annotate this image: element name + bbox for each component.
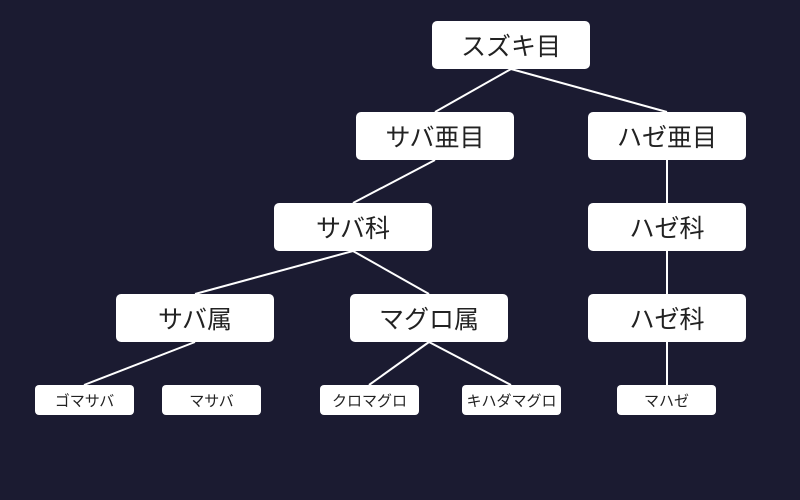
node-suborder-haze: ハゼ亜目 [588, 112, 746, 160]
node-species-kuromaguro: クロマグロ [320, 385, 419, 415]
node-species-kihadamaguro: キハダマグロ [462, 385, 561, 415]
node-species-mahaze: マハゼ [617, 385, 716, 415]
node-genus-haze: ハゼ科 [588, 294, 746, 342]
node-family-haze: ハゼ科 [588, 203, 746, 251]
node-genus-maguro: マグロ属 [350, 294, 508, 342]
node-species-masaba: マサバ [162, 385, 261, 415]
node-order-suzuki: スズキ目 [432, 21, 590, 69]
edge-root-haze-suborder [510, 68, 668, 113]
edge-saba-genus-gomasaba [83, 341, 196, 386]
edge-maguro-genus-kihadamaguro [428, 341, 512, 386]
node-family-saba: サバ科 [274, 203, 432, 251]
edge-root-saba-suborder [434, 68, 512, 113]
node-genus-saba: サバ属 [116, 294, 274, 342]
edge-saba-family-saba-genus [194, 250, 354, 295]
edge-saba-family-maguro-genus [352, 250, 430, 295]
node-species-gomasaba: ゴマサバ [35, 385, 134, 415]
node-suborder-saba: サバ亜目 [356, 112, 514, 160]
edge-saba-suborder-family [352, 159, 436, 204]
edge-maguro-genus-kuromaguro [368, 341, 430, 386]
